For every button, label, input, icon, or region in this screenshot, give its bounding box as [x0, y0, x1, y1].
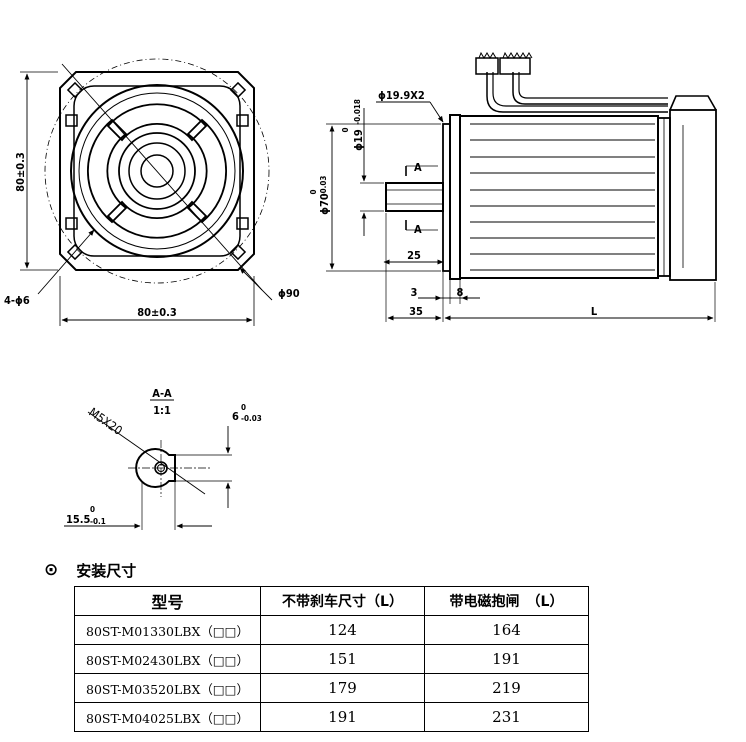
slot-left	[86, 118, 128, 224]
key-depth-tol-top: 0	[90, 505, 95, 514]
hub-inner	[128, 142, 186, 200]
no-brake-cell: 124	[260, 615, 425, 645]
with-brake-cell: 191	[424, 644, 589, 674]
flange-outline	[59, 71, 255, 271]
pilot-boss	[442, 123, 451, 272]
table-row: 80ST-M02430LBX（□□） 151 191	[74, 644, 589, 674]
slot-bottom	[106, 200, 208, 239]
outer-ring	[70, 84, 244, 258]
model-cell: 80ST-M01330LBX（□□）	[74, 615, 261, 645]
col-header-with-brake: 带电磁抱闸 （L）	[424, 586, 589, 616]
col-header-no-brake: 不带刹车尺寸（L）	[260, 586, 425, 616]
key-length-label: 25	[407, 249, 421, 262]
bolt-circle	[44, 58, 270, 284]
section-scale: 1:1	[153, 404, 171, 417]
bullet-icon: ⊙	[44, 560, 59, 580]
key-width-tol-top: 0	[241, 403, 246, 412]
side-view	[326, 51, 717, 322]
cable-2	[512, 72, 668, 105]
with-brake-cell: 231	[424, 702, 589, 732]
holes-label: 4-ϕ6	[4, 294, 30, 307]
shaft-length-leader	[429, 101, 444, 123]
section-title: 安装尺寸	[76, 561, 137, 580]
front-side-label: 80±0.3	[14, 152, 27, 192]
shaft-length-label: ϕ19.9X2	[378, 89, 425, 102]
outer-ring-inner	[78, 92, 236, 250]
shaft-dia-tol-top: 0	[341, 127, 350, 132]
model-cell: 80ST-M04025LBX（□□）	[74, 702, 261, 732]
encoder-cap	[669, 95, 717, 111]
no-brake-cell: 191	[260, 702, 425, 732]
key-depth-tol-bottom: -0.1	[90, 517, 106, 526]
dim-L-label: L	[591, 305, 598, 318]
key-width-tol-bottom: -0.03	[241, 414, 262, 423]
side-flange	[449, 114, 461, 280]
model-cell: 80ST-M03520LBX（□□）	[74, 673, 261, 703]
front-bottom-label: 80±0.3	[137, 306, 177, 319]
thread-label: M5X20	[86, 405, 125, 438]
dim-3-label: 3	[411, 286, 418, 299]
diagonal-leader	[61, 63, 263, 291]
thread-leader	[87, 411, 206, 495]
shaft-dia-tol-bottom: -0.018	[353, 99, 362, 125]
key-depth-label: 15.5	[66, 513, 91, 526]
table-row: 80ST-M01330LBX（□□） 124 164	[74, 615, 589, 645]
engineering-drawing: 80±0.3 80±0.3 4-ϕ6 ϕ90	[4, 51, 717, 530]
with-brake-cell: 164	[424, 615, 589, 645]
table-row: 80ST-M04025LBX（□□） 191 231	[74, 702, 589, 732]
hub-outer	[118, 132, 196, 210]
section-view	[64, 399, 232, 530]
holes-leader	[37, 229, 95, 295]
dim-35-label: 35	[409, 305, 423, 318]
cable-1	[486, 72, 668, 113]
no-brake-cell: 179	[260, 673, 425, 703]
encoder-housing	[669, 109, 717, 281]
slot-right	[186, 118, 228, 224]
dimension-table: 型号 不带刹车尺寸（L） 带电磁抱闸 （L） 80ST-M01330LBX（□□…	[74, 586, 589, 732]
section-label-bottom: A	[414, 223, 422, 236]
front-view	[20, 58, 273, 326]
table-header-row: 型号 不带刹车尺寸（L） 带电磁抱闸 （L）	[74, 586, 589, 616]
shaft-circle	[140, 154, 174, 188]
pilot-tol-top: 0	[309, 189, 318, 194]
table-row: 80ST-M03520LBX（□□） 179 219	[74, 673, 589, 703]
no-brake-cell: 151	[260, 644, 425, 674]
shaft-dia-label: ϕ19	[352, 129, 365, 151]
dim-8-label: 8	[457, 286, 464, 299]
slot-top	[106, 103, 208, 142]
connector-1	[475, 57, 499, 75]
shaft	[385, 182, 444, 212]
connector-2	[499, 57, 531, 75]
key-width-label: 6	[232, 410, 239, 423]
model-cell: 80ST-M02430LBX（□□）	[74, 644, 261, 674]
cooling-fins	[470, 123, 655, 271]
col-header-model: 型号	[74, 586, 261, 616]
pilot-tol-bottom: -0.03	[319, 176, 328, 197]
section-label-top: A	[414, 161, 422, 174]
circle-leader	[239, 267, 273, 301]
section-title: A-A	[152, 387, 172, 400]
section-header: ⊙ 安装尺寸	[44, 558, 136, 582]
with-brake-cell: 219	[424, 673, 589, 703]
circle-label: ϕ90	[278, 287, 300, 300]
pilot-label: ϕ70	[318, 193, 331, 215]
shaft-cross-section	[135, 448, 176, 488]
